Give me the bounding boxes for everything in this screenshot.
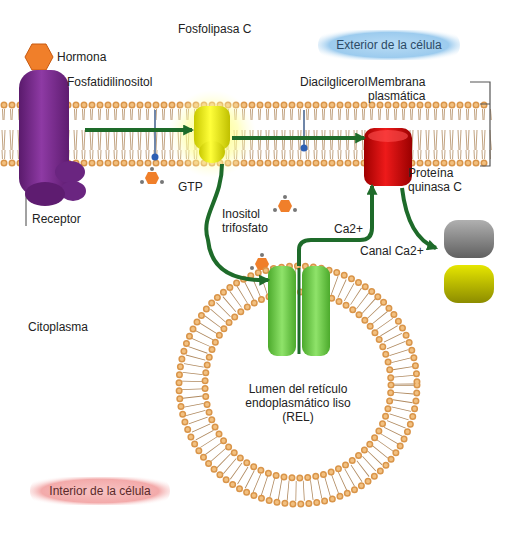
diagram-node: Receptor bbox=[15, 68, 85, 208]
phosphate-icon bbox=[273, 195, 297, 212]
diagram-node: Exterior de la célula bbox=[318, 30, 460, 60]
node-label: Receptor bbox=[32, 212, 102, 226]
node-shape bbox=[364, 128, 412, 186]
enzyme-glow bbox=[168, 90, 256, 178]
activation-arrow bbox=[402, 188, 436, 248]
diagram-node: Fosfolipasa C bbox=[192, 104, 232, 164]
target-protein bbox=[444, 220, 494, 258]
target-protein bbox=[444, 265, 494, 303]
part-label: Membrana plasmática bbox=[368, 75, 478, 103]
signal-arrow bbox=[299, 186, 372, 266]
diagram-node: Hormona bbox=[25, 44, 53, 70]
node-shape bbox=[192, 104, 232, 164]
diagram-node: Interior de la célula bbox=[30, 477, 170, 505]
node-label: Proteína quinasa C bbox=[408, 166, 478, 194]
phosphate-icon bbox=[140, 167, 164, 184]
diagram-node: Canal Ca2+ bbox=[268, 266, 330, 358]
diacylglycerol-stick bbox=[301, 110, 308, 152]
signal-arrow bbox=[85, 128, 192, 132]
phosphatidylinositol-stick bbox=[152, 110, 159, 161]
node-label: Hormona bbox=[57, 50, 137, 64]
part-label: GTP bbox=[178, 180, 218, 194]
edge-label: Inositol trifosfato bbox=[222, 207, 302, 235]
node-label: Exterior de la célula bbox=[318, 30, 460, 60]
diagram-node: Proteína quinasa C bbox=[364, 128, 412, 186]
edge-label: Ca2+ bbox=[334, 222, 374, 236]
membrane-bracket bbox=[470, 82, 490, 166]
part-label: Diacilglicerol bbox=[300, 75, 390, 89]
node-label: Interior de la célula bbox=[30, 477, 170, 505]
signal-arrow bbox=[206, 164, 268, 280]
node-label: Lumen del retículo endoplasmático liso (… bbox=[233, 382, 363, 424]
part-label: Fosfatidilinositol bbox=[67, 75, 177, 89]
signal-arrow bbox=[232, 136, 364, 140]
part-label: Citoplasma bbox=[28, 320, 118, 334]
node-label: Canal Ca2+ bbox=[360, 244, 440, 258]
node-shape bbox=[268, 266, 330, 358]
node-shape bbox=[25, 44, 53, 70]
node-shape bbox=[15, 68, 85, 208]
node-label: Fosfolipasa C bbox=[178, 22, 268, 36]
